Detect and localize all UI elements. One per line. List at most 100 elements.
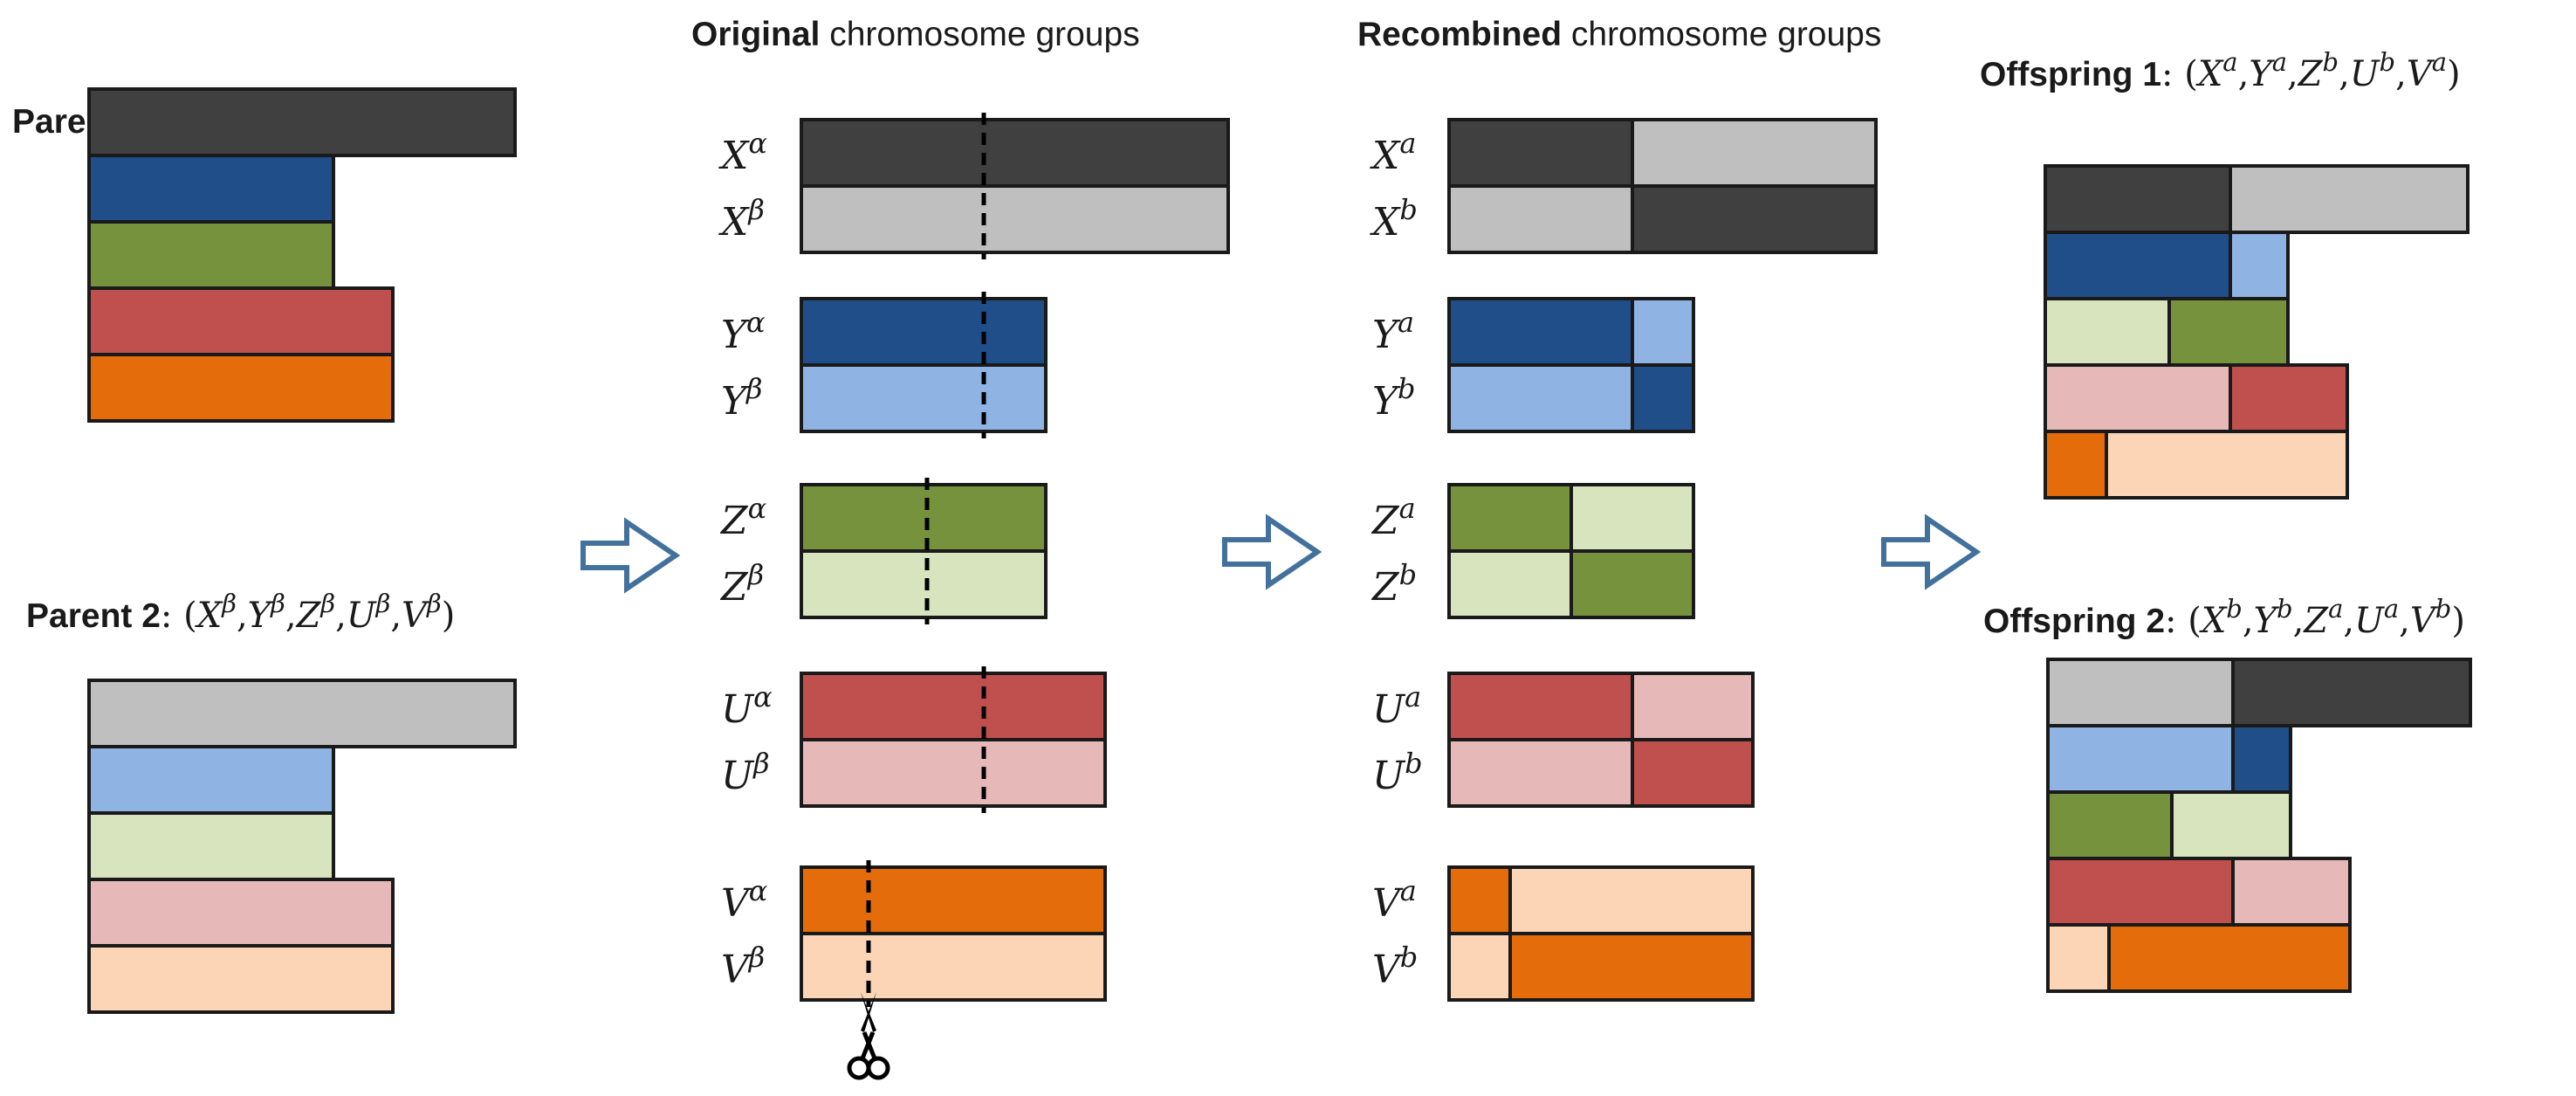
offspring-1-v-segment-1 — [2044, 430, 2108, 500]
offspring-2-v-segment-2 — [2107, 923, 2352, 993]
scissors-group — [847, 992, 890, 1080]
label-v-b: Vb — [1372, 941, 1418, 992]
recombined-x-a-segment-1 — [1447, 118, 1634, 188]
block-arrow-right-icon — [1222, 514, 1322, 590]
scissors-blade-right — [861, 992, 876, 1032]
recombined-x-a-segment-2 — [1631, 118, 1878, 188]
section-headers: Original chromosome groups Recombined ch… — [691, 16, 1881, 53]
offspring-1-y-segment-2 — [2229, 231, 2290, 300]
offspring-2-u-segment-1 — [2046, 857, 2235, 927]
original-chromosome-z-beta — [800, 549, 1048, 619]
recombined-z-b-segment-1 — [1447, 549, 1573, 619]
recombined-v-a-segment-2 — [1508, 865, 1755, 935]
original-groups-header: Original chromosome groups — [691, 16, 1140, 53]
label-x-a: Xa — [1370, 127, 1416, 178]
label-z-alpha: Zα — [719, 492, 766, 543]
label-u-alpha: Uα — [721, 680, 773, 732]
scissors-shank — [860, 1031, 877, 1059]
offspring-1-title: Offspring 1: (Xa,Ya,Zb,Ub,Va) — [1980, 47, 2461, 94]
label-y-b: Yb — [1372, 372, 1416, 424]
offspring-1-u-segment-1 — [2044, 363, 2232, 433]
original-chromosome-y-beta — [800, 363, 1048, 433]
offspring-2-title: Offspring 2: (Xb,Yb,Za,Ua,Vb) — [1983, 594, 2465, 641]
offspring-2-z-segment-2 — [2170, 790, 2292, 860]
offspring-1-u-segment-2 — [2229, 363, 2349, 433]
label-v-a: Va — [1372, 874, 1417, 926]
recombined-v-a-segment-1 — [1447, 865, 1512, 935]
parent-2-chromosome-u — [87, 878, 395, 948]
offspring-1-v-segment-2 — [2105, 430, 2349, 500]
recombined-z-a-segment-1 — [1447, 483, 1573, 553]
recombined-v-b-segment-1 — [1447, 932, 1512, 1002]
recombined-x-b-segment-1 — [1447, 184, 1634, 254]
label-u-a: Ua — [1372, 680, 1421, 732]
offspring-2-y-segment-2 — [2231, 724, 2292, 794]
label-x-alpha: Xα — [718, 127, 767, 178]
original-chromosome-v-alpha — [800, 865, 1107, 935]
offspring-2-u-segment-2 — [2231, 857, 2352, 927]
offspring-2-v-segment-1 — [2046, 923, 2111, 993]
parent-chromosomes — [87, 87, 517, 1014]
label-y-beta: Yβ — [721, 372, 763, 424]
parent-1-chromosome-u — [87, 286, 395, 356]
offspring-2-x-segment-1 — [2046, 658, 2235, 727]
label-v-beta: Vβ — [721, 941, 765, 992]
recombined-y-b-segment-1 — [1447, 363, 1634, 433]
recombined-u-b-segment-1 — [1447, 738, 1634, 808]
label-y-a: Ya — [1372, 306, 1414, 357]
offspring-2-y-segment-1 — [2046, 724, 2235, 794]
scissors-icon — [847, 992, 890, 1080]
flow-arrows — [580, 514, 1982, 594]
label-z-b: Zb — [1370, 558, 1417, 610]
recombined-u-b-segment-2 — [1631, 738, 1755, 808]
recombined-z-b-segment-2 — [1570, 549, 1695, 619]
recombined-y-a-segment-2 — [1631, 297, 1695, 367]
parent-1-chromosome-x — [87, 87, 517, 157]
original-chromosome-v-beta — [800, 932, 1107, 1002]
label-v-alpha: Vα — [721, 874, 767, 926]
original-chromosome-u-beta — [800, 738, 1107, 808]
offspring-1-z-segment-1 — [2044, 297, 2171, 367]
offspring-1-z-segment-2 — [2167, 297, 2290, 367]
parent-2-chromosome-x — [87, 679, 517, 748]
recombined-groups-header: Recombined chromosome groups — [1357, 16, 1881, 53]
recombined-u-a-segment-1 — [1447, 672, 1634, 741]
block-arrow-right-icon — [580, 517, 681, 594]
parent-2-chromosome-y — [87, 745, 335, 815]
offspring-1-x-segment-2 — [2229, 164, 2470, 234]
label-u-b: Ub — [1372, 747, 1423, 798]
parent-1-chromosome-z — [87, 220, 335, 290]
recombined-y-b-segment-2 — [1631, 363, 1695, 433]
parent-2-chromosome-v — [87, 944, 395, 1014]
scissors-handle-right — [866, 1056, 890, 1080]
scissors-handle-left — [847, 1056, 871, 1080]
recombined-z-a-segment-2 — [1570, 483, 1695, 553]
parent-1-chromosome-y — [87, 154, 335, 224]
offspring-2-x-segment-2 — [2231, 658, 2472, 727]
offspring-1-y-segment-1 — [2044, 231, 2232, 300]
recombined-v-b-segment-2 — [1508, 932, 1755, 1002]
offspring-chromosomes — [2044, 164, 2472, 993]
label-y-alpha: Yα — [721, 306, 766, 357]
recombined-x-b-segment-2 — [1631, 184, 1878, 254]
original-chromosome-x-alpha — [800, 118, 1230, 188]
label-x-b: Xb — [1370, 193, 1418, 245]
label-u-beta: Uβ — [721, 747, 770, 798]
offspring-2-z-segment-1 — [2046, 790, 2174, 860]
label-z-beta: Zβ — [719, 558, 764, 610]
recombined-u-a-segment-2 — [1631, 672, 1755, 741]
parent-2-title: Parent 2: (Xβ,Yβ,Zβ,Uβ,Vβ) — [26, 589, 455, 636]
original-chromosome-u-alpha — [800, 672, 1107, 741]
label-z-a: Za — [1370, 492, 1416, 543]
original-chromosome-y-alpha — [800, 297, 1048, 367]
original-chromosome-x-beta — [800, 184, 1230, 254]
parent-2-chromosome-z — [87, 811, 335, 881]
parent-1-chromosome-v — [87, 353, 395, 423]
offspring-1-x-segment-1 — [2044, 164, 2232, 234]
original-chromosome-z-alpha — [800, 483, 1048, 553]
recombined-y-a-segment-1 — [1447, 297, 1634, 367]
label-x-beta: Xβ — [718, 193, 765, 245]
